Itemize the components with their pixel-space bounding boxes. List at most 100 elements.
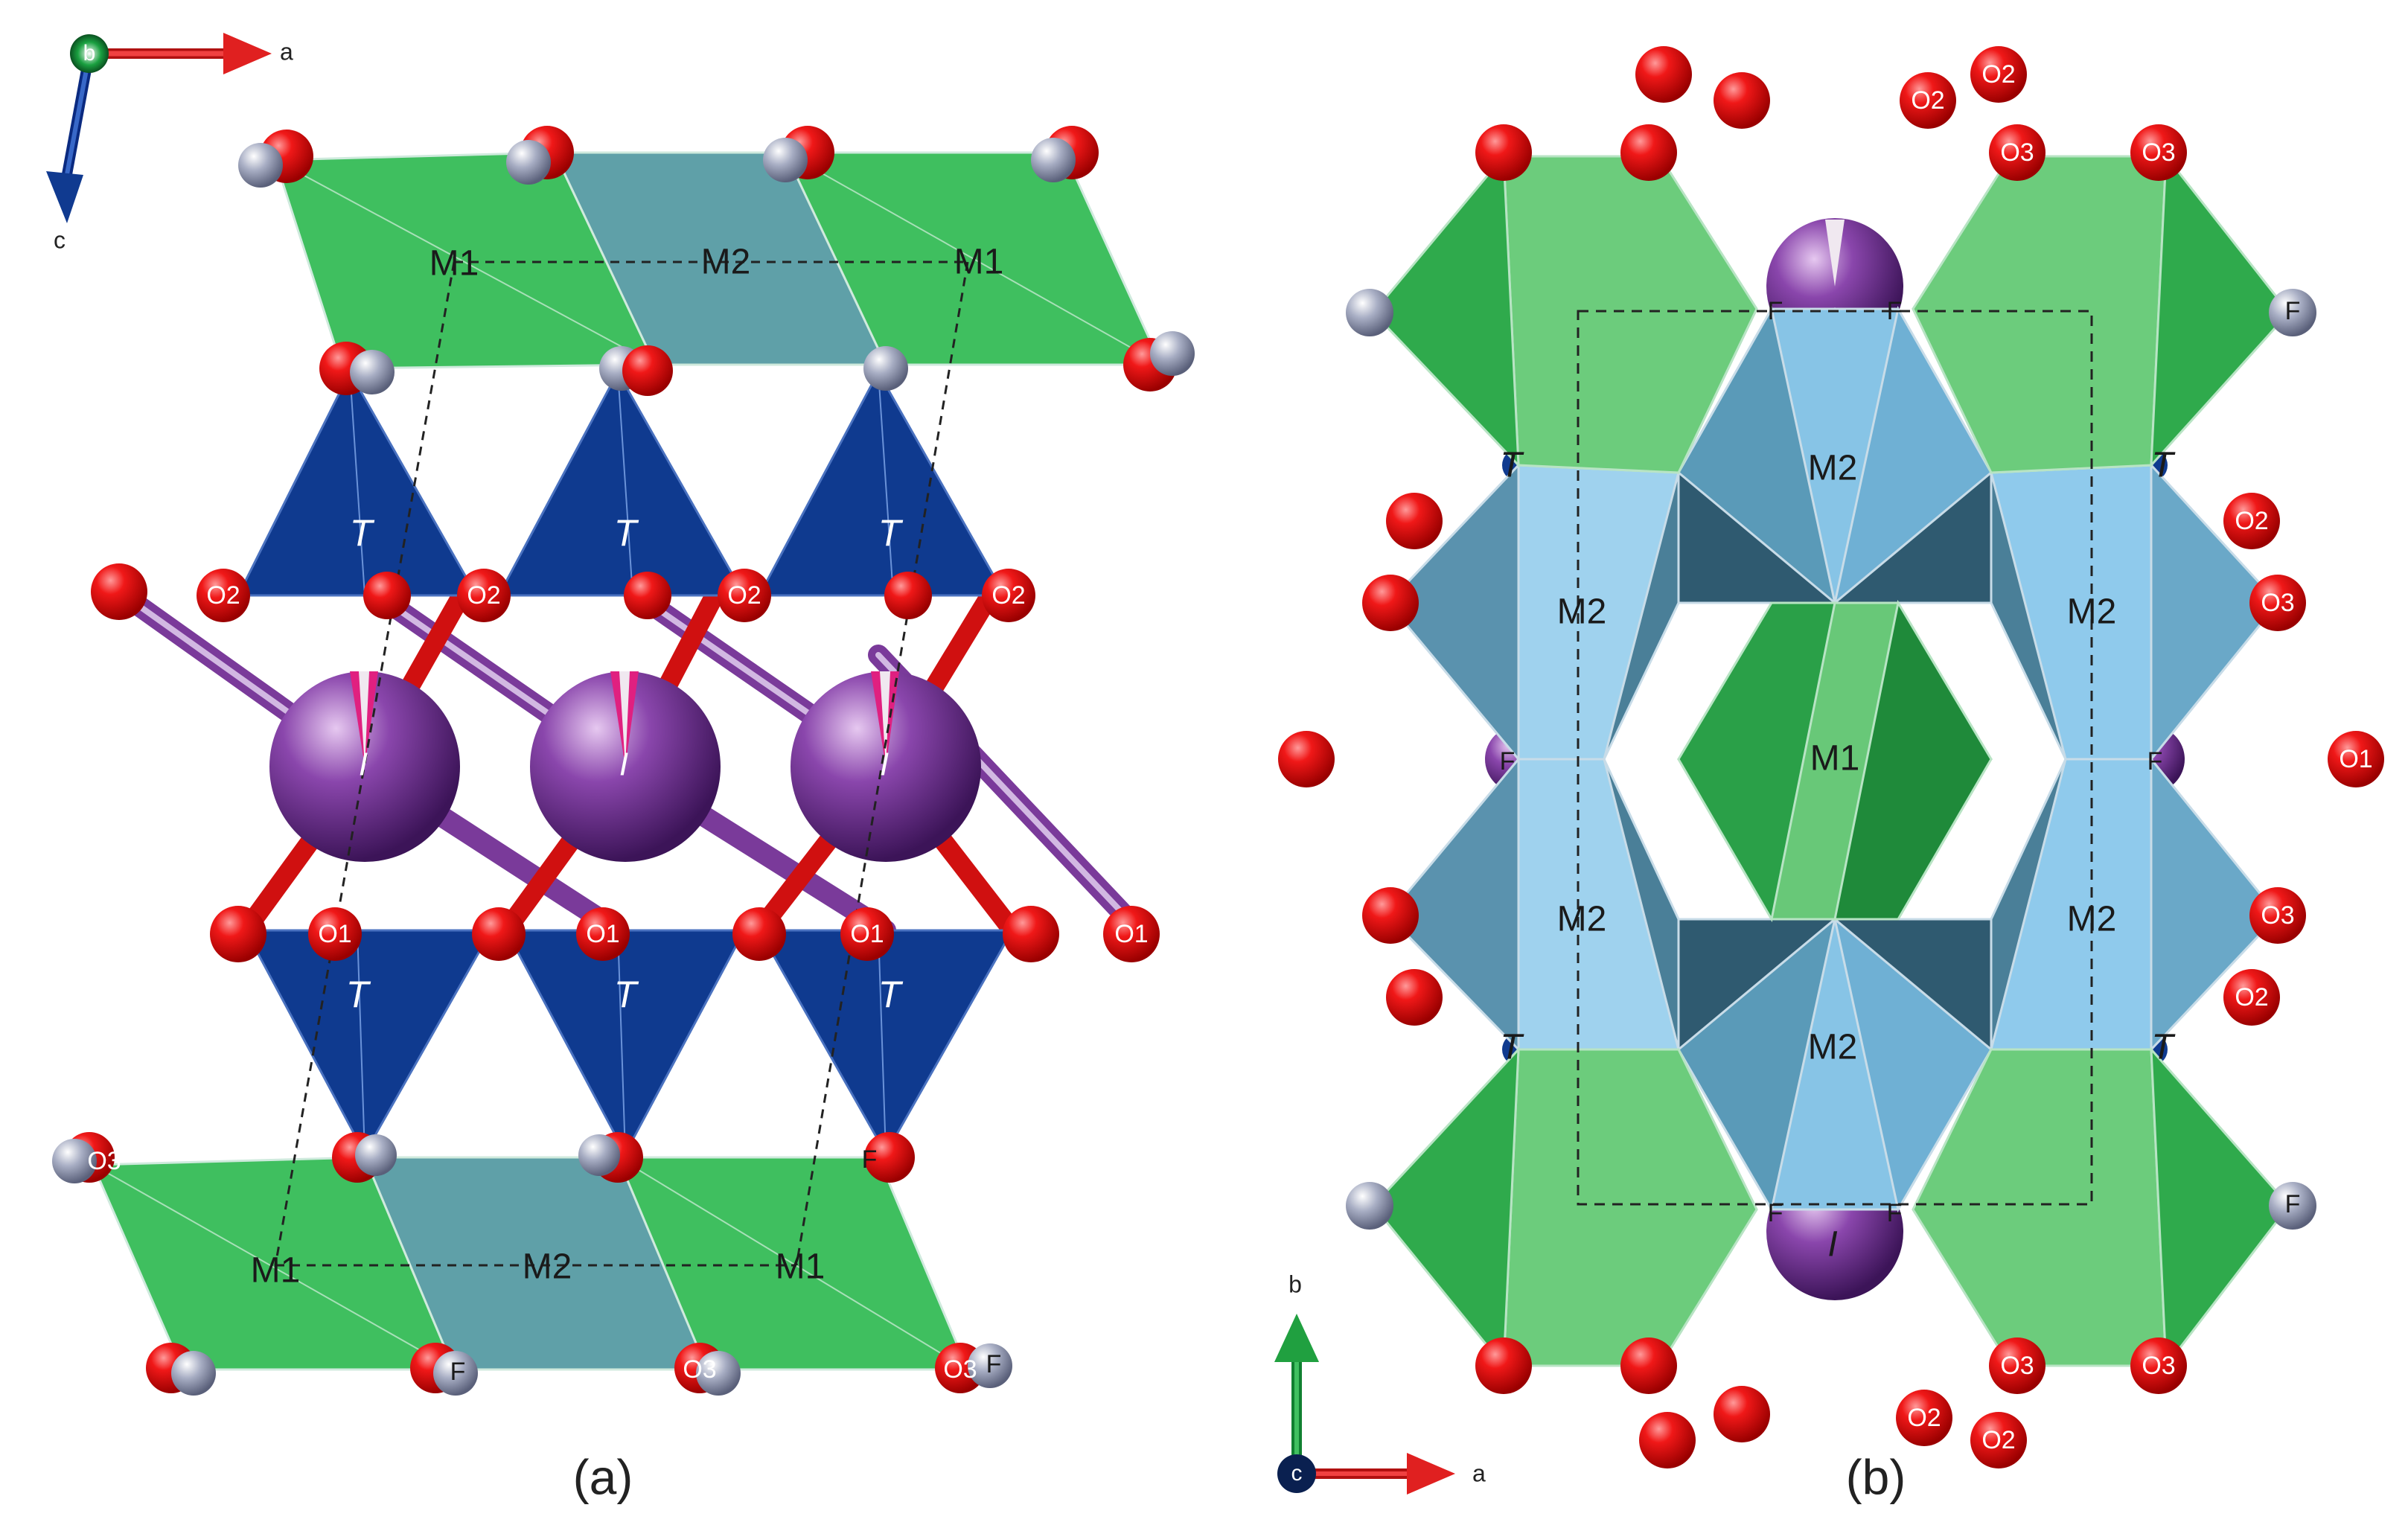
panel-b-o2-atom	[1970, 1412, 2027, 1468]
panel-a-label-m1: M1	[954, 243, 1004, 282]
panel-b-label-o3: O3	[2000, 138, 2034, 167]
panel-b-label-f: F	[1887, 1199, 1903, 1227]
panel-a-upper-tetrahedra	[236, 369, 1007, 597]
panel-b-label-m2: M2	[1557, 900, 1607, 939]
panel-b-label-f: F	[2147, 747, 2163, 776]
panel-a-label-o2: O2	[206, 581, 240, 610]
panel-a-label-m1: M1	[251, 1251, 301, 1291]
panel-b-label-t: T	[2151, 446, 2176, 485]
panel-a-unit-cell	[274, 261, 969, 1267]
panel-a-axis-b-label: b	[83, 41, 96, 65]
panel-a-label-o2: O2	[727, 581, 761, 610]
panel-b-axis-a-label: a	[1472, 1460, 1486, 1486]
panel-a-axis-b-icon	[70, 34, 109, 73]
panel-b-o2-atom	[1900, 72, 1956, 129]
panel-b-o2-atom	[1896, 1390, 1952, 1446]
panel-a-label-t: T	[878, 974, 904, 1015]
panel-a-label-t: T	[614, 512, 639, 554]
panel-a-axis-a-label: a	[280, 38, 293, 65]
panel-b-o3-atom	[1989, 124, 2045, 181]
panel-a-label-o3: O3	[683, 1355, 716, 1384]
panel-b-top-view: M2 M2 M2 M1 M2 M2 M2 T T T T I F F F F F…	[1274, 46, 2384, 1504]
panel-b-label-o2: O2	[1981, 60, 2015, 89]
panel-b-label-t: T	[1500, 1028, 1524, 1067]
panel-a-tetrahedron	[496, 369, 747, 597]
panel-a-label-i: I	[619, 747, 628, 783]
panel-b-label-m1: M1	[1810, 739, 1860, 779]
panel-a-label-i: I	[880, 747, 889, 783]
panel-b-m1-octahedron	[1912, 1048, 2168, 1367]
panel-a-label-m1: M1	[776, 1247, 825, 1287]
panel-b-axis-b-label: b	[1288, 1270, 1302, 1297]
panel-b-o3-atom	[2249, 887, 2306, 944]
panel-a-side-view: b a c	[46, 33, 1195, 1504]
panel-a-label-t: T	[350, 512, 375, 554]
panel-a-o2-atom	[982, 569, 1035, 622]
panel-b-label-t: T	[1500, 446, 1524, 485]
panel-a-label-o2: O2	[991, 581, 1025, 610]
panel-b-caption: (b)	[1846, 1449, 1906, 1504]
panel-a-label-m2: M2	[701, 243, 751, 282]
panel-b-axis-c-label: c	[1291, 1461, 1303, 1486]
panel-a-label-f: F	[450, 1358, 466, 1386]
panel-b-o2-atom	[2223, 969, 2280, 1026]
panel-a-label-m2: M2	[523, 1247, 572, 1287]
panel-a-label-o3: O3	[943, 1355, 977, 1384]
panel-b-label-m2: M2	[1808, 449, 1858, 488]
panel-a-iodine-atoms	[269, 671, 981, 862]
panel-b-o1-atom	[2328, 731, 2384, 787]
panel-b-label-o3: O3	[2142, 138, 2175, 167]
panel-a-label-o1: O1	[1114, 920, 1148, 948]
panel-a-tetrahedron	[504, 929, 747, 1157]
panel-b-label-f: F	[1500, 747, 1516, 776]
panel-b-axis-indicator: c b a	[1274, 1270, 1486, 1495]
panel-b-label-f: F	[1768, 297, 1783, 325]
panel-a-label-f: F	[986, 1350, 1002, 1378]
panel-b-o3-atom	[1989, 1337, 2045, 1394]
panel-a-o2-atom	[718, 569, 771, 622]
panel-b-label-t: T	[2151, 1028, 2176, 1067]
panel-a-label-o3: O3	[87, 1147, 121, 1175]
panel-b-label-o2: O2	[1911, 86, 1944, 115]
panel-b-label-f: F	[2285, 1190, 2301, 1218]
panel-a-label-o1: O1	[850, 920, 884, 948]
panel-b-label-m2: M2	[1557, 592, 1607, 632]
panel-a-top-octahedral-layer	[273, 151, 1163, 370]
panel-b-o3-atom	[2130, 1337, 2187, 1394]
panel-b-label-o3: O3	[2000, 1352, 2034, 1380]
panel-a-o2-atom	[457, 569, 511, 622]
panel-b-label-m2: M2	[1808, 1028, 1858, 1067]
panel-a-label-t: T	[878, 512, 904, 554]
panel-a-label-f: F	[862, 1145, 878, 1174]
panel-a-tetrahedron	[243, 929, 494, 1157]
panel-a-axis-c-label: c	[54, 226, 66, 253]
panel-a-anion-atoms	[52, 126, 1195, 1396]
panel-a-label-o1: O1	[318, 920, 351, 948]
panel-b-o3-atom	[2249, 575, 2306, 631]
panel-a-labels: M1 M2 M1 M1 M2 M1 T T T T T T I I I O2 O…	[87, 243, 1148, 1505]
panel-b-anion-atoms	[1346, 124, 2316, 1394]
panel-b-label-i: I	[1827, 1225, 1837, 1265]
panel-a-o2-atom	[197, 569, 250, 622]
panel-a-label-o1: O1	[586, 920, 619, 948]
panel-b-label-o1: O1	[2339, 745, 2372, 773]
panel-a-o1-atom	[1103, 906, 1160, 962]
panel-a-o1-atom	[576, 907, 630, 961]
panel-a-caption: (a)	[573, 1449, 633, 1504]
panel-b-label-o3: O3	[2261, 589, 2294, 617]
panel-b-label-o2: O2	[1981, 1426, 2015, 1454]
panel-b-label-o2: O2	[2235, 983, 2268, 1011]
panel-b-o2-atom	[1970, 46, 2027, 103]
panel-a-lower-tetrahedra	[243, 929, 1015, 1157]
panel-b-unit-cell	[1577, 310, 2093, 1206]
panel-b-label-f: F	[2285, 297, 2301, 325]
panel-a-label-t: T	[614, 974, 639, 1015]
panel-a-o1-atom	[308, 907, 362, 961]
panel-b-label-o3: O3	[2261, 901, 2294, 930]
panel-b-m2-octahedra	[1386, 305, 2279, 1213]
panel-a-bottom-octahedral-layer	[91, 1156, 970, 1371]
panel-a-o1-atom	[840, 907, 894, 961]
panel-a-tetrahedron	[757, 369, 1007, 597]
panel-b-label-m2: M2	[2067, 592, 2117, 632]
